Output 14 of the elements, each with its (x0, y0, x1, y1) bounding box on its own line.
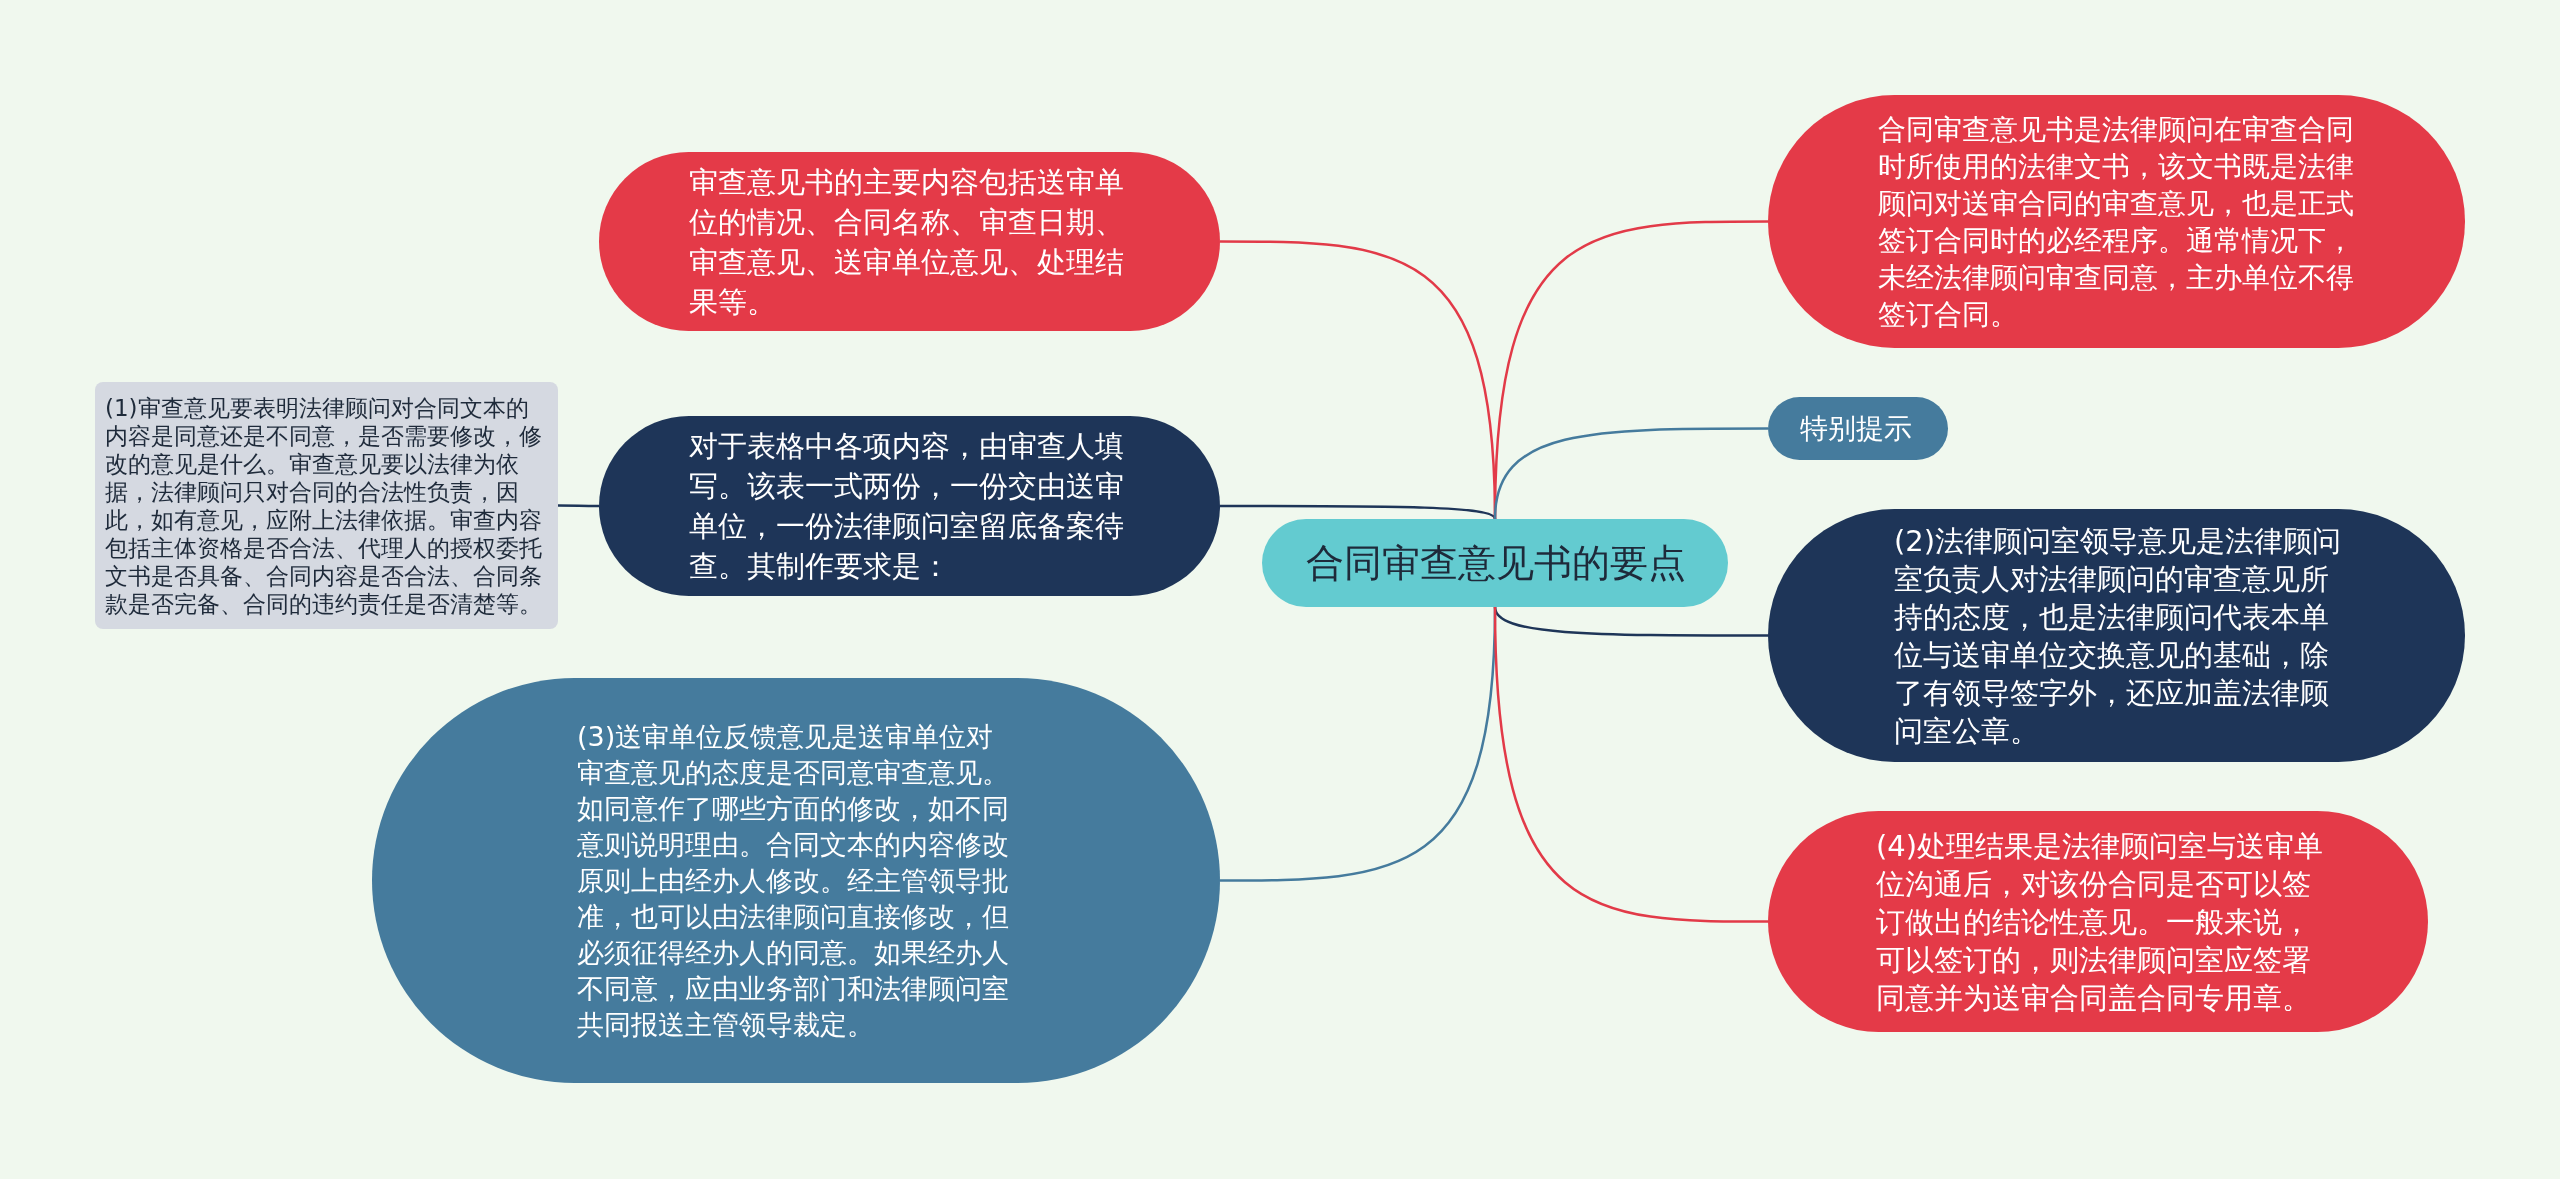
branch-line (1220, 504, 1497, 520)
central-topic: 合同审查意见书的要点 (1262, 519, 1728, 607)
note-box: (1)审查意见要表明法律顾问对合同文本的内容是同意还是不同意，是否需要修改，修改的意见是什么。审查意见要以法律为依据，法律顾问只对合同的合法性负责，因此，如有意见，应附上法律依据。审查内容包括主体资格是否合法、代理人的授权委托文书是否具备、合同内容是否合法、合同条款是否完备、合同的违约责任是否清楚等。 (95, 382, 558, 629)
branch-line (558, 504, 599, 508)
topic-bubble: 审查意见书的主要内容包括送审单位的情况、合同名称、审查日期、审查意见、送审单位意见、处理结果等。 (599, 152, 1220, 331)
topic-bubble: 合同审查意见书是法律顾问在审查合同时所使用的法律文书，该文书既是法律顾问对送审合同的审查意见，也是正式签订合同时的必经程序。通常情况下，未经法律顾问审查同意，主办单位不得签订合同。 (1768, 95, 2465, 348)
topic-bubble: (4)处理结果是法律顾问室与送审单位沟通后，对该份合同是否可以签订做出的结论性意见。一般来说，可以签订的，则法律顾问室应签署同意并为送审合同盖合同专用章。 (1768, 811, 2428, 1032)
branch-line (1493, 427, 1768, 520)
topic-bubble: 对于表格中各项内容，由审查人填写。该表一式两份，一份交由送审单位，一份法律顾问室留底备案待查。其制作要求是： (599, 416, 1220, 596)
topic-bubble: (3)送审单位反馈意见是送审单位对审查意见的态度是否同意审查意见。如同意作了哪些方面的修改，如不同意则说明理由。合同文本的内容修改原则上由经办人修改。经主管领导批准，也可以由法律顾问直接修改，但必须征得经办人的同意。如果经办人不同意，应由业务部门和法律顾问室共同报送主管领导裁定。 (372, 678, 1220, 1083)
topic-bubble: (2)法律顾问室领导意见是法律顾问室负责人对法律顾问的审查意见所持的态度，也是法律顾问代表本单位与送审单位交换意见的基础，除了有领导签字外，还应加盖法律顾问室公章。 (1768, 509, 2465, 762)
branch-line (1493, 606, 1768, 637)
topic-bubble: 特别提示 (1768, 397, 1948, 460)
branch-line (1493, 606, 1768, 923)
